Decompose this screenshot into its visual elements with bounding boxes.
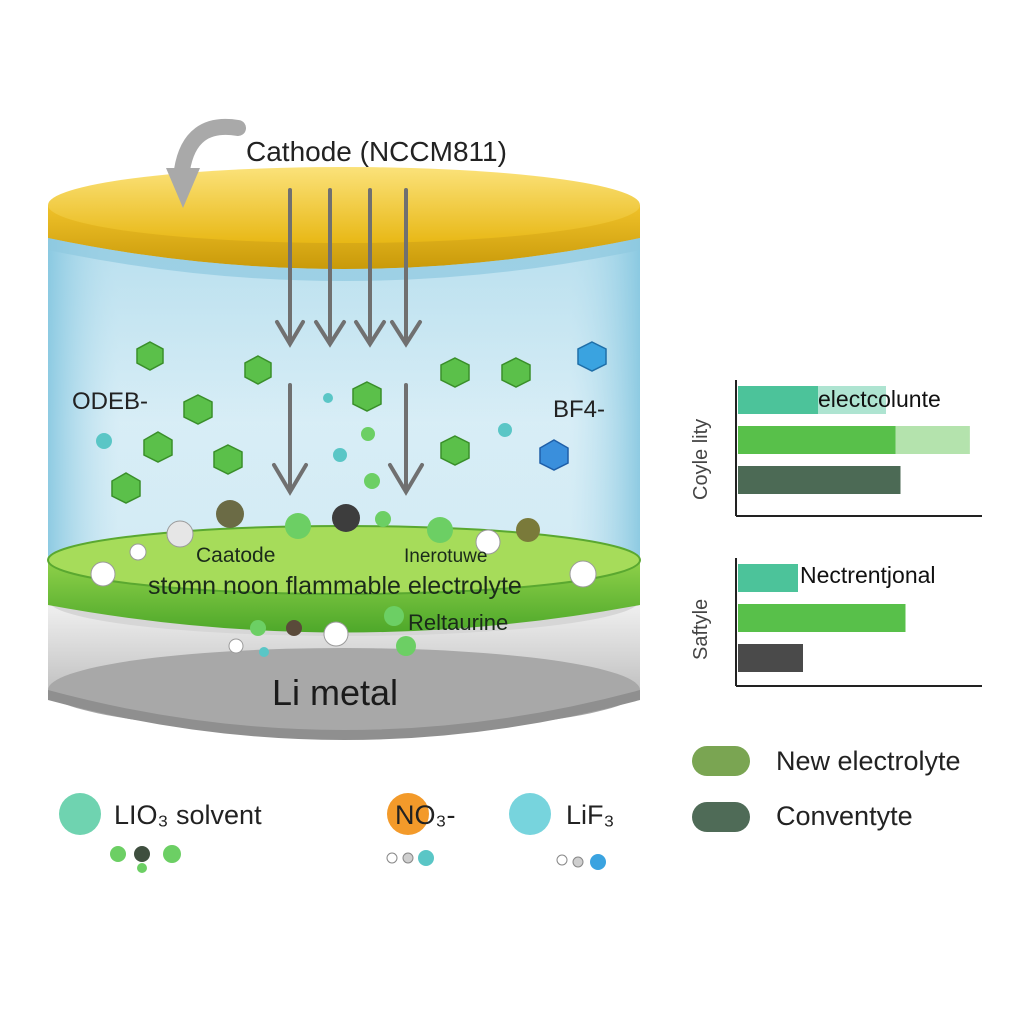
legend-label-new: New electrolyte — [776, 746, 961, 776]
legend-label-no3: NO₃- — [395, 800, 456, 830]
chart-bottom-axis-label: Saftyle — [690, 598, 712, 660]
bottom-legend-icons — [59, 793, 606, 873]
legend-swatch-conventional — [692, 802, 750, 832]
chart-top-axis-label: Coyle lity — [690, 418, 712, 500]
chart-0-bar-2 — [738, 466, 901, 494]
chart-0-bar-1 — [738, 426, 896, 454]
chart-0-bar-1-extension — [895, 426, 970, 454]
anion-label-left: ODEB- — [72, 388, 149, 415]
curved-arrow-icon — [166, 118, 246, 208]
chart-0-bar-0-extension — [818, 386, 886, 414]
interphase-main-label: stomn noon flammable electrolyte — [148, 572, 522, 600]
legend-swatch-lif3 — [509, 793, 551, 835]
anode-label: Li metal — [272, 672, 399, 713]
interphase-label-2: Inerotuwe — [404, 546, 488, 567]
cathode-disc — [48, 167, 640, 281]
legend-label-conventional: Conventyte — [776, 801, 913, 831]
anion-label-right: BF4- — [553, 396, 606, 423]
ion-flow-arrows — [272, 188, 424, 496]
ion-particles — [90, 341, 607, 657]
legend-label-solvent: LIO₃ solvent — [114, 800, 262, 830]
cathode-label: Cathode (NCCM811) — [246, 136, 507, 167]
comparison-charts — [735, 380, 982, 687]
legend-swatch-no3 — [387, 793, 429, 835]
chart-1-bar-0 — [738, 564, 798, 592]
chart-bottom-series-label: Nectrentjonal — [800, 562, 936, 588]
legend-swatch-new — [692, 746, 750, 776]
electrolyte-body — [48, 220, 640, 625]
legend-label-lif3: LiF₃ — [566, 800, 615, 830]
chart-1-bar-2 — [738, 644, 803, 672]
legend-swatch-solvent — [59, 793, 101, 835]
chart-0-bar-0 — [738, 386, 818, 414]
chart-1-bar-1 — [738, 604, 906, 632]
chart-top-series-label: electcolunte — [818, 386, 941, 412]
interphase-label-1: Caatode — [196, 544, 276, 567]
interphase-label-3: Reltaurine — [408, 610, 509, 635]
